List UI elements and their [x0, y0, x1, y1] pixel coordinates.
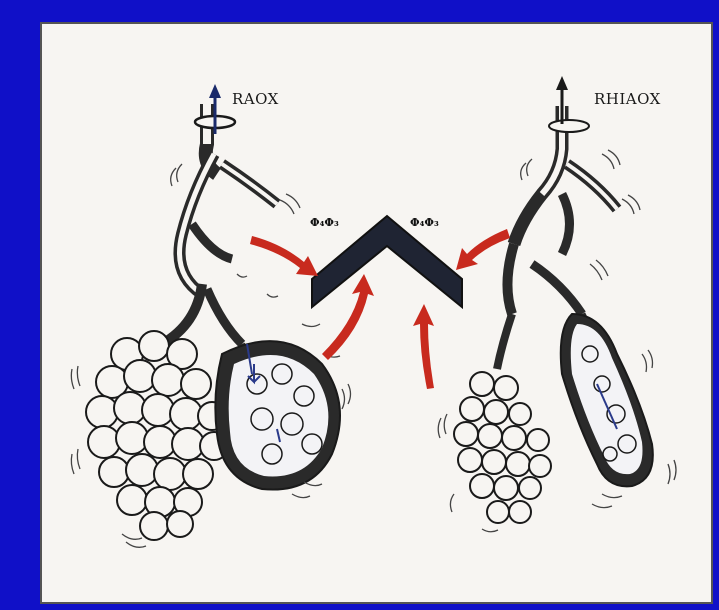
right-formula-label: Φ₄Φ₃: [410, 216, 439, 229]
left-airway-label: RAOX: [232, 90, 279, 108]
left-alveoli-cluster: [86, 331, 228, 540]
blue-border-frame: RAOX RHIAOX Φ₄Φ₃ Φ₄Φ₃: [12, 0, 719, 610]
lung-diagram-illustration: [42, 24, 715, 606]
chevron-icon: [312, 216, 462, 307]
right-alveoli-cluster: [454, 372, 551, 523]
left-lobule: [215, 341, 340, 489]
left-formula-label: Φ₄Φ₃: [310, 216, 339, 229]
right-lobule: [561, 314, 653, 486]
right-airway-label: RHIAOX: [594, 90, 661, 108]
illustration-panel: RAOX RHIAOX Φ₄Φ₃ Φ₄Φ₃: [40, 22, 713, 604]
